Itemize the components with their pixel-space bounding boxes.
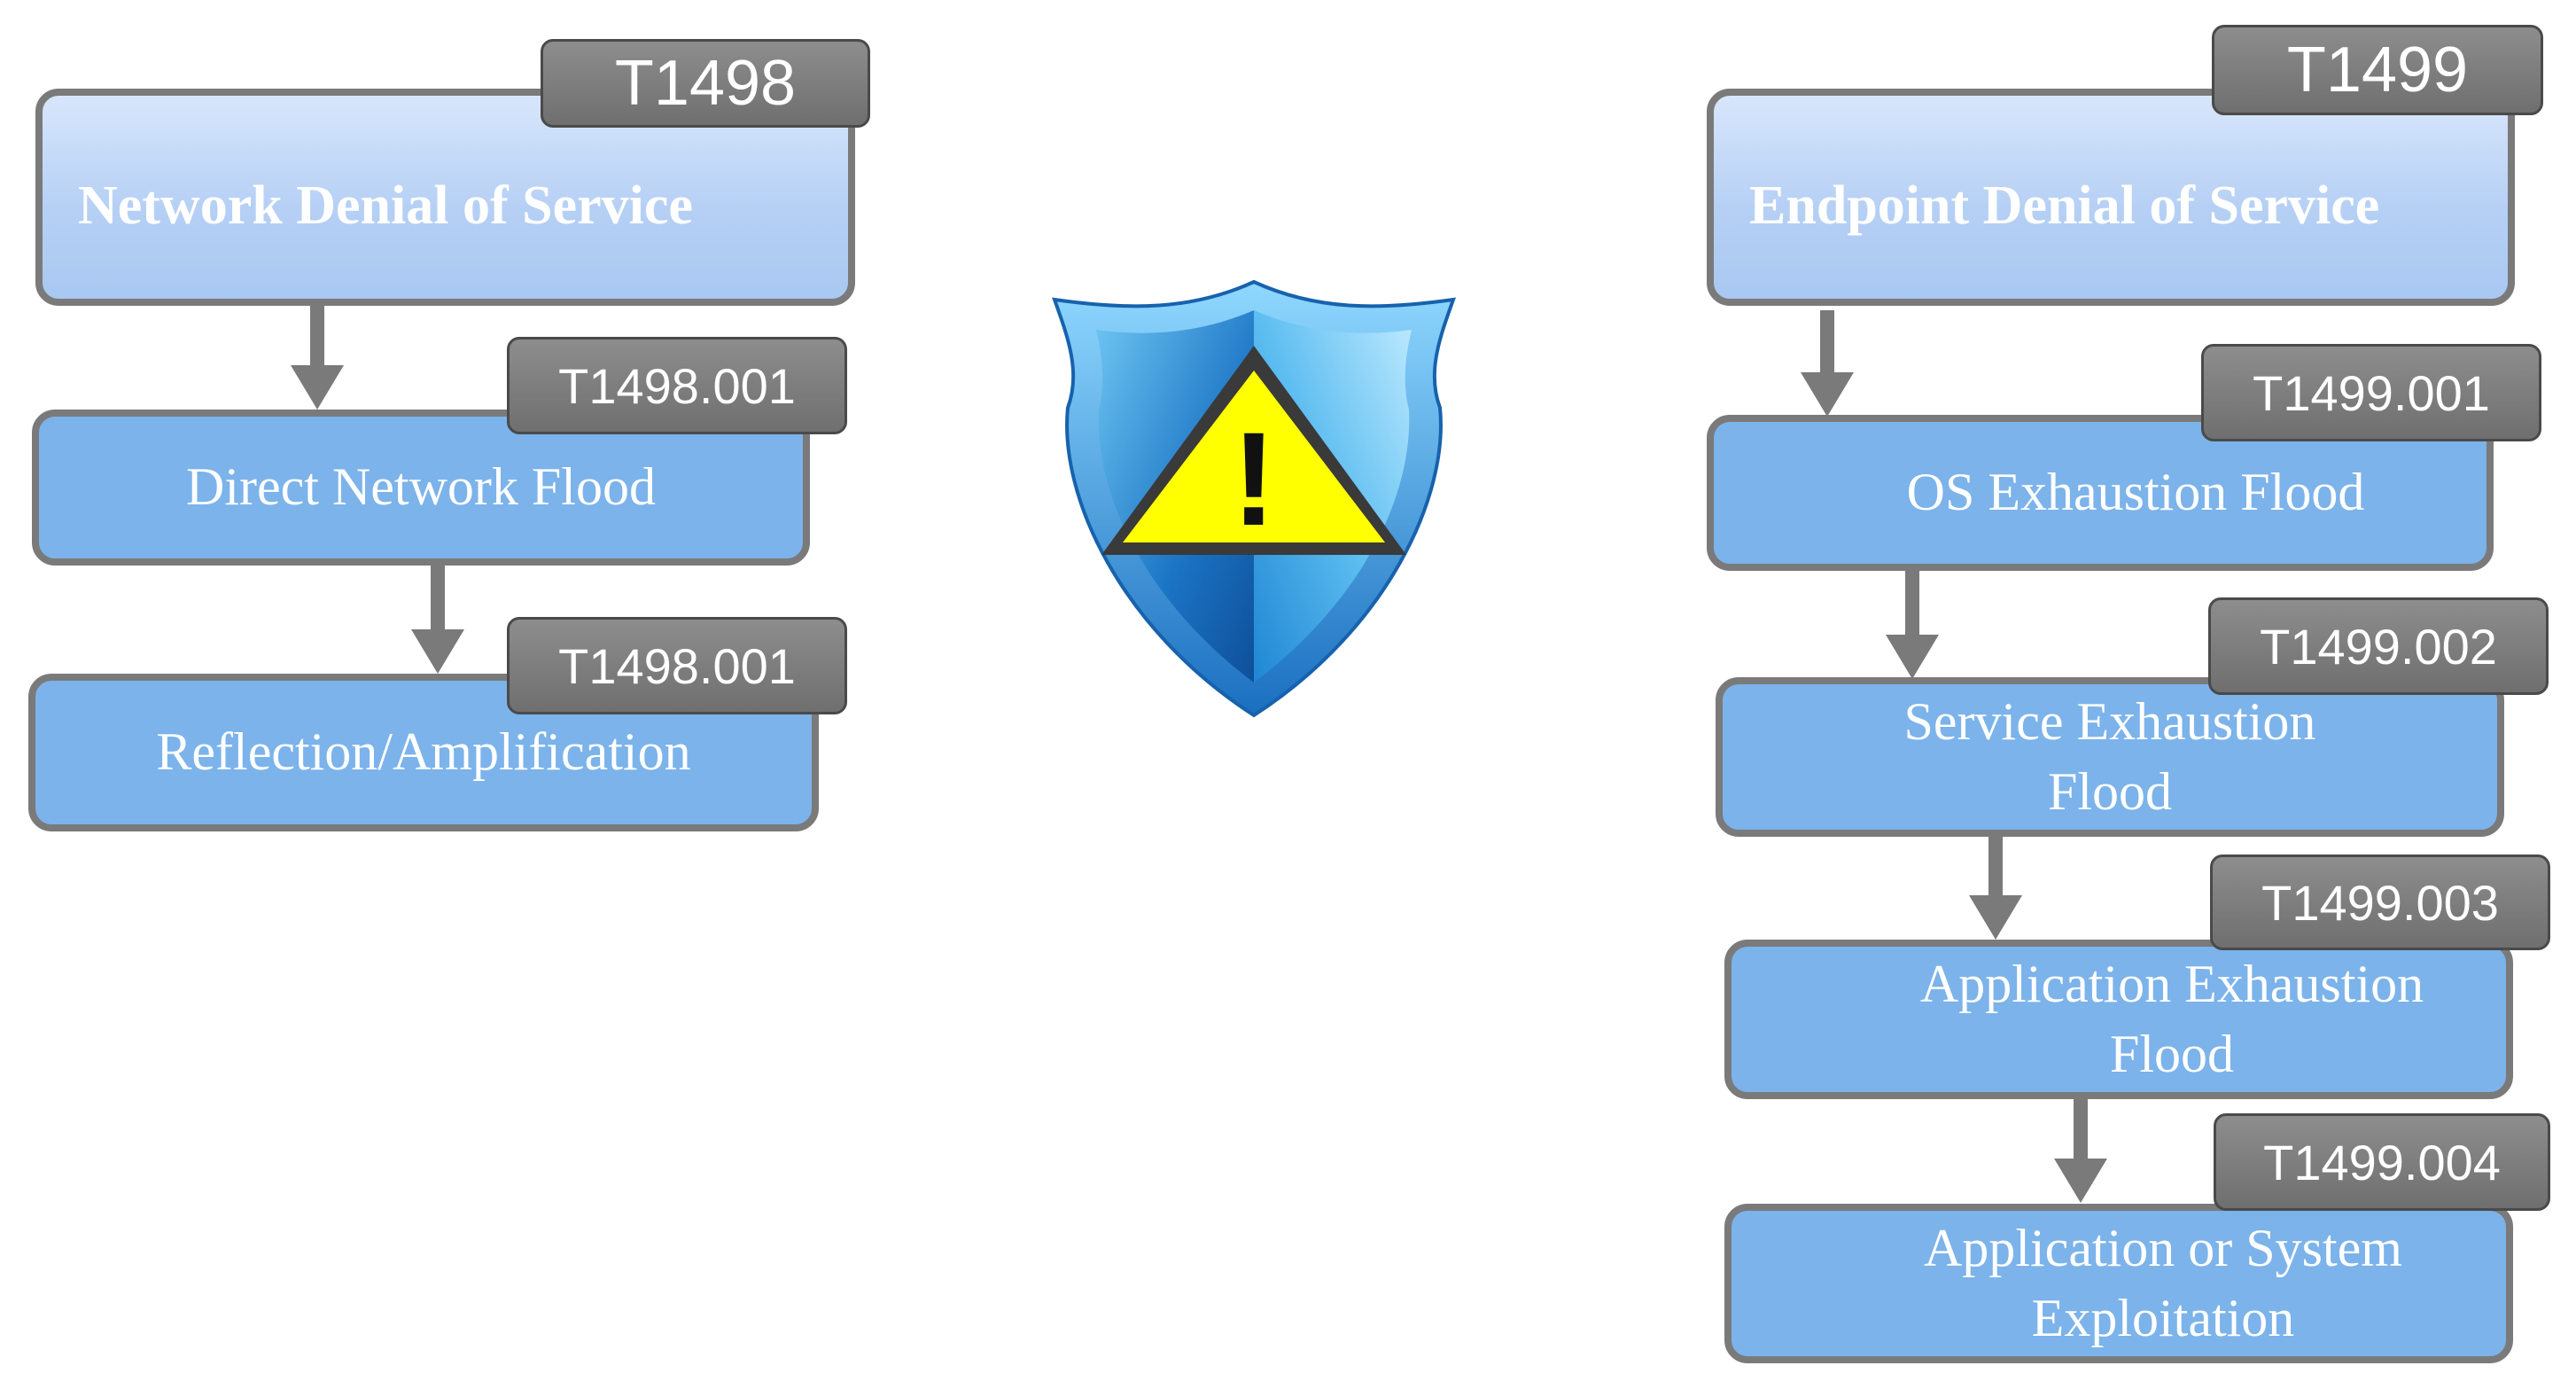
node-network-denial-of-service: Network Denial of Service — [35, 89, 855, 306]
warning-glyph: ! — [1232, 404, 1276, 553]
node-label: Network Denial of Service — [78, 175, 693, 236]
node-label: Endpoint Denial of Service — [1749, 175, 2380, 236]
node-label: Reflection/Amplification — [156, 722, 691, 782]
tag-t1499: T1499 — [2212, 25, 2543, 115]
node-label: OS Exhaustion Flood — [1906, 463, 2365, 522]
arrow-right-4 — [2054, 1096, 2107, 1203]
arrow-right-2 — [1886, 569, 1939, 679]
node-label: Application or System Exploitation — [1924, 1218, 2402, 1347]
arrow-right-3 — [1969, 831, 2022, 940]
arrow-left-1 — [291, 303, 344, 410]
tag-t1499-002: T1499.002 — [2208, 597, 2549, 695]
tag-t1499-003: T1499.003 — [2210, 854, 2550, 950]
shield-warning-icon: ! — [1052, 279, 1456, 718]
node-direct-network-flood: Direct Network Flood — [32, 410, 810, 566]
node-label: Service Exhaustion Flood — [1903, 691, 2316, 821]
arrow-right-1 — [1801, 310, 1854, 417]
arrow-left-2 — [411, 565, 464, 674]
node-endpoint-denial-of-service: Endpoint Denial of Service — [1707, 89, 2515, 306]
node-application-or-system-exploitation: Application or System Exploitation — [1724, 1204, 2513, 1363]
node-label: Direct Network Flood — [186, 457, 656, 517]
tag-t1499-004: T1499.004 — [2214, 1113, 2550, 1211]
tag-t1498-001-a: T1498.001 — [507, 337, 847, 434]
node-label: Application Exhaustion Flood — [1919, 954, 2424, 1083]
tag-t1498: T1498 — [541, 39, 870, 128]
tag-t1499-001: T1499.001 — [2201, 344, 2541, 441]
node-service-exhaustion-flood: Service Exhaustion Flood — [1716, 677, 2504, 837]
tag-t1498-001-b: T1498.001 — [507, 617, 847, 714]
node-application-exhaustion-flood: Application Exhaustion Flood — [1724, 940, 2513, 1099]
